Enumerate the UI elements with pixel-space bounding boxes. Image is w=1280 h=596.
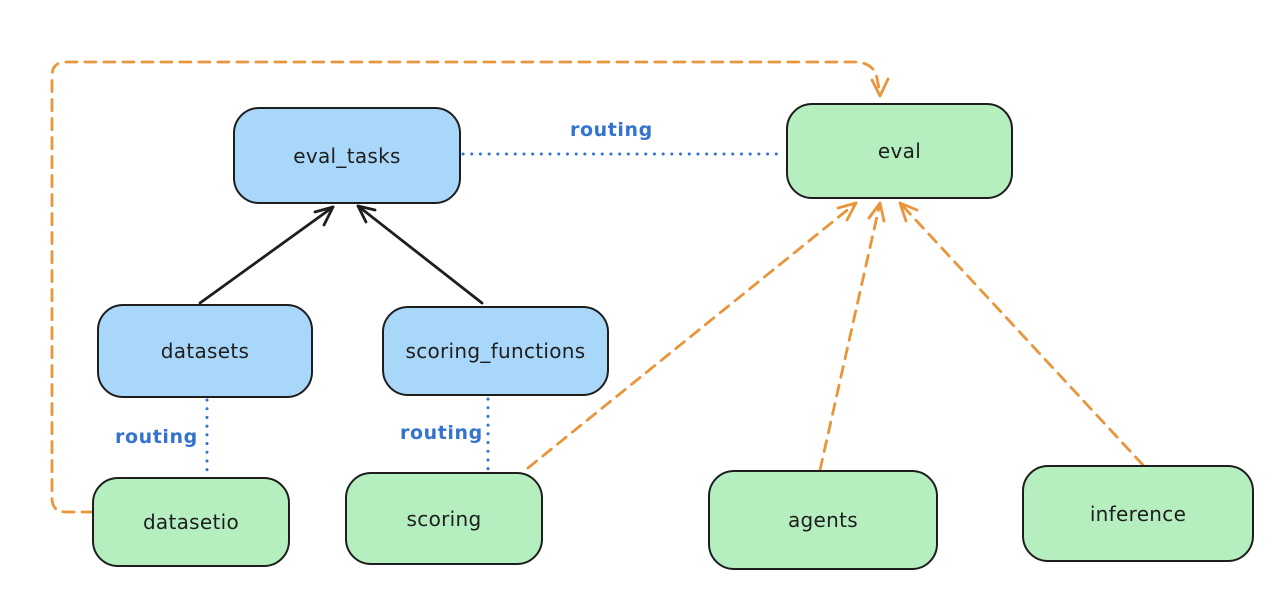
node-eval: eval <box>786 103 1013 199</box>
node-datasetio: datasetio <box>92 477 290 567</box>
node-eval-label: eval <box>877 139 922 163</box>
node-inference-label: inference <box>1089 501 1187 526</box>
edge-inference-to-eval <box>898 201 1145 467</box>
node-datasetio-label: datasetio <box>142 510 240 534</box>
node-scoring: scoring <box>345 472 543 565</box>
edge-scoring-to-eval <box>526 201 858 470</box>
node-agents-label: agents <box>788 508 858 532</box>
edge-datasetio-to-eval <box>50 60 890 514</box>
node-scoring-functions-label: scoring_functions <box>405 339 586 363</box>
edge-label-routing-scoring-functions-scoring: routing <box>400 422 483 444</box>
node-agents: agents <box>708 470 938 570</box>
node-inference: inference <box>1022 465 1254 562</box>
edge-label-routing-datasets-datasetio: routing <box>115 426 198 448</box>
edge-label-routing-eval-tasks-eval: routing <box>570 119 653 141</box>
edge-datasets-to-eval-tasks <box>198 205 335 305</box>
node-eval-tasks: eval_tasks <box>233 107 461 204</box>
node-eval-tasks-label: eval_tasks <box>293 143 401 168</box>
node-scoring-label: scoring <box>406 506 482 531</box>
node-scoring-functions: scoring_functions <box>382 306 609 396</box>
node-datasets: datasets <box>97 304 313 398</box>
edge-agents-to-eval <box>818 201 886 472</box>
edge-scoring-functions-to-eval-tasks <box>356 204 484 305</box>
node-datasets-label: datasets <box>160 339 250 363</box>
